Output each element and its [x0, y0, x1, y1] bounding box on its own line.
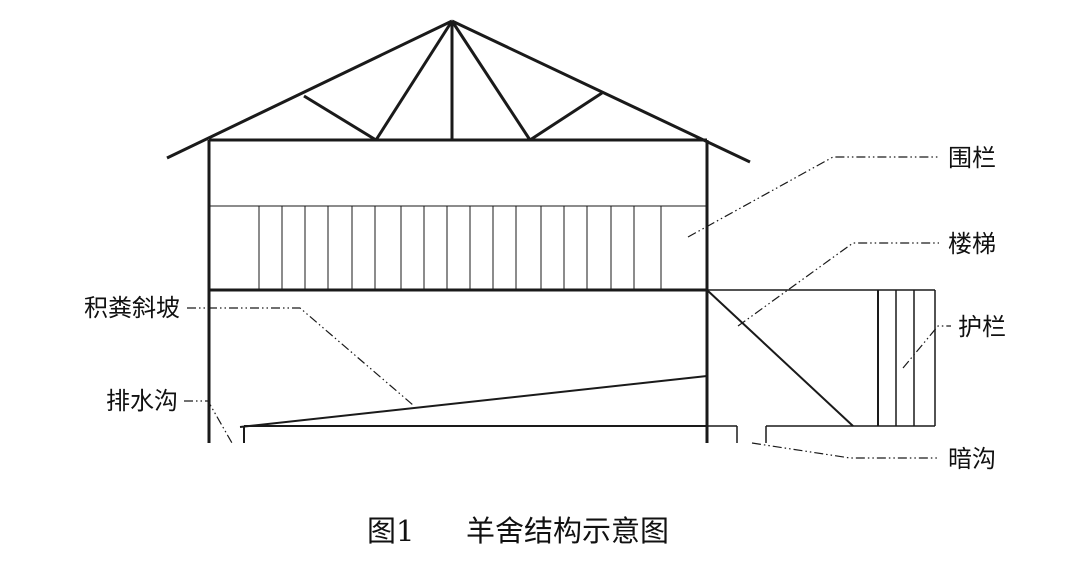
- leader-lines: [184, 156, 951, 459]
- building-frame: [207, 140, 709, 443]
- truss-web-4: [450, 20, 532, 141]
- roof-truss: [166, 19, 751, 164]
- covered-drain-leader: [751, 442, 939, 459]
- label-guardrail: 护栏: [958, 313, 1006, 341]
- truss-web-2: [374, 20, 454, 141]
- stairs-and-guardrail: [706, 289, 936, 443]
- figure-caption: 图1 羊舍结构示意图: [367, 514, 669, 548]
- caption-title: 羊舍结构示意图: [466, 514, 669, 548]
- label-drain-ditch: 排水沟: [106, 387, 178, 415]
- upper-fence: [209, 205, 707, 290]
- roof-left-rafter: [166, 19, 453, 160]
- label-fence: 围栏: [948, 144, 996, 172]
- caption-figure-number: 图1: [367, 514, 414, 548]
- manure-slope-floor: [239, 375, 708, 443]
- labels: 围栏 楼梯 积粪斜坡 护栏 排水沟 暗沟: [84, 144, 1006, 473]
- stair-stringer: [706, 289, 854, 427]
- label-manure-slope: 积粪斜坡: [84, 294, 180, 322]
- label-covered-drain: 暗沟: [948, 445, 996, 473]
- guardrail-leader: [902, 325, 951, 369]
- drain-ditch-leader: [184, 400, 233, 444]
- truss-web-1: [303, 94, 377, 142]
- slope-line: [239, 375, 708, 428]
- stairs-leader: [737, 242, 939, 327]
- manure-slope-leader: [187, 307, 414, 406]
- truss-web-5: [529, 91, 603, 142]
- label-stairs: 楼梯: [948, 230, 996, 258]
- fence-leader: [687, 156, 939, 238]
